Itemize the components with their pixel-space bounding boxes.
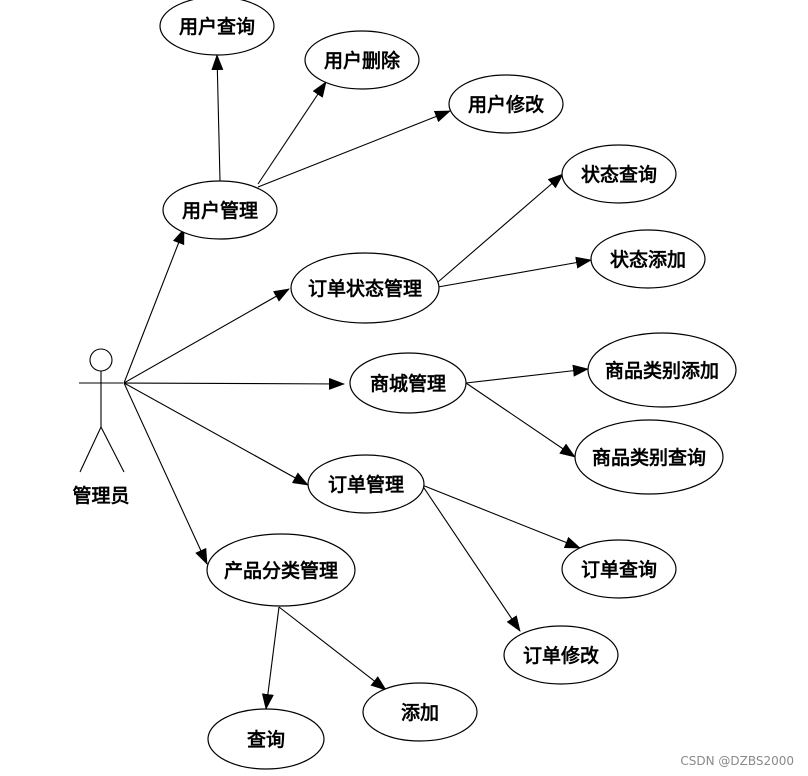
- edge-product-category-mgmt-to-add: [278, 606, 387, 691]
- use-case-ellipse: [207, 708, 325, 770]
- use-case-ellipse: [307, 454, 425, 514]
- edges: [123, 54, 592, 710]
- use-case-user-management: 用户管理: [162, 180, 278, 240]
- use-case-ellipse: [574, 419, 724, 495]
- use-case-ellipse: [349, 352, 467, 414]
- edge-user-mgmt-to-user-delete: [257, 81, 327, 185]
- use-case-label: 订单管理: [328, 473, 404, 496]
- use-case-ellipse: [503, 625, 619, 685]
- edge-actor-to-order-mgmt: [123, 382, 309, 486]
- use-case-ellipse: [290, 252, 440, 324]
- use-case-label: 查询: [246, 728, 285, 751]
- use-case-ellipse: [162, 180, 278, 240]
- edge-user-mgmt-to-user-modify: [257, 110, 451, 188]
- use-case-status-query: 状态查询: [561, 144, 677, 204]
- use-case-ellipse: [362, 682, 478, 742]
- actor-head: [89, 348, 113, 372]
- use-case-category-query: 商品类别查询: [574, 419, 724, 495]
- use-case-label: 订单状态管理: [308, 277, 422, 300]
- use-case-label: 用户查询: [179, 15, 255, 38]
- use-case-mall-management: 商城管理: [349, 352, 467, 414]
- use-case-ellipse: [590, 229, 706, 289]
- use-case-ellipse: [561, 144, 677, 204]
- edge-actor-to-product-category-mgmt: [123, 382, 208, 565]
- actor-admin: 管理员: [72, 348, 130, 507]
- use-case-label: 订单查询: [581, 558, 657, 581]
- use-case-category-add: 商品类别添加: [587, 332, 737, 408]
- actor-left-leg: [79, 426, 102, 473]
- use-case-order-modify: 订单修改: [503, 625, 619, 685]
- use-case-user-modify: 用户修改: [448, 74, 564, 134]
- actor-label: 管理员: [72, 484, 129, 507]
- use-case-status-add: 状态添加: [590, 229, 706, 289]
- use-case-product-category-management: 产品分类管理: [206, 533, 356, 607]
- use-cases: 用户管理 用户查询 用户删除 用户修改 订单状态管理 状态查询 状态添加 商城: [159, 0, 737, 770]
- use-case-order-status-management: 订单状态管理: [290, 252, 440, 324]
- edge-order-mgmt-to-order-modify: [421, 484, 521, 632]
- edge-mall-mgmt-to-category-add: [465, 364, 589, 384]
- use-case-label: 用户修改: [468, 93, 545, 116]
- edge-product-category-mgmt-to-query: [261, 606, 280, 710]
- use-case-query: 查询: [207, 708, 325, 770]
- use-case-label: 商品类别添加: [605, 359, 719, 382]
- edge-mall-mgmt-to-category-query: [465, 382, 576, 458]
- edge-user-mgmt-to-user-query: [211, 54, 224, 182]
- use-case-label: 商城管理: [370, 372, 446, 395]
- use-case-ellipse: [304, 30, 420, 90]
- edge-actor-to-order-status-mgmt: [123, 288, 290, 384]
- use-case-add: 添加: [362, 682, 478, 742]
- use-case-label: 用户管理: [182, 199, 258, 222]
- use-case-ellipse: [448, 74, 564, 134]
- use-case-ellipse: [206, 533, 356, 607]
- edge-order-status-mgmt-to-status-add: [437, 256, 592, 288]
- use-case-ellipse: [561, 539, 677, 599]
- edge-actor-to-user-mgmt: [123, 228, 185, 384]
- use-case-user-query: 用户查询: [159, 0, 275, 56]
- edge-order-mgmt-to-order-query: [421, 484, 581, 549]
- use-case-label: 状态查询: [581, 163, 657, 186]
- use-case-order-management: 订单管理: [307, 454, 425, 514]
- edge-actor-to-mall-mgmt: [123, 377, 345, 390]
- use-case-user-delete: 用户删除: [304, 30, 420, 90]
- use-case-order-query: 订单查询: [561, 539, 677, 599]
- use-case-label: 商品类别查询: [592, 446, 706, 469]
- use-case-ellipse: [587, 332, 737, 408]
- use-case-ellipse: [159, 0, 275, 56]
- actor-right-leg: [100, 426, 125, 473]
- use-case-label: 用户删除: [324, 49, 401, 72]
- use-case-label: 产品分类管理: [224, 559, 338, 582]
- watermark: CSDN @DZBS2000: [680, 754, 794, 768]
- edge-order-status-mgmt-to-status-query: [437, 173, 564, 283]
- use-case-label: 添加: [401, 701, 439, 724]
- use-case-label: 订单修改: [523, 644, 600, 667]
- use-case-label: 状态添加: [610, 248, 686, 271]
